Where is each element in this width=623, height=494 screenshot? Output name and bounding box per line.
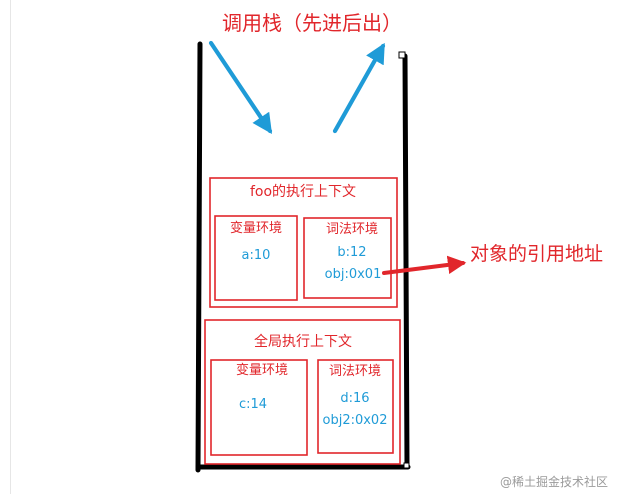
stack-left-wall <box>195 41 203 473</box>
reference-address-arrow <box>382 255 467 275</box>
global-lex-d: d:16 <box>340 391 369 406</box>
foo-lex-b: b:12 <box>337 245 366 260</box>
stack-corner-handle-bottom-right <box>403 462 410 469</box>
global-context-title: 全局执行上下文 <box>254 333 352 350</box>
reference-address-annotation: 对象的引用地址 <box>470 243 603 265</box>
global-lexical-env-label: 词法环境 <box>329 364 381 379</box>
global-lexical-environment <box>317 359 394 454</box>
global-execution-context <box>204 319 401 465</box>
stack-corner-handle-top-right <box>398 51 406 59</box>
global-var-c: c:14 <box>239 397 267 412</box>
foo-lex-obj: obj:0x01 <box>325 267 382 282</box>
watermark: @稀土掘金技术社区 <box>500 474 608 489</box>
foo-variable-env-label: 变量环境 <box>230 220 282 236</box>
global-variable-environment <box>210 359 308 456</box>
foo-lexical-env-label: 词法环境 <box>326 222 378 237</box>
foo-lexical-environment <box>303 217 392 299</box>
stack-right-wall <box>402 53 410 469</box>
pop-arrow <box>332 42 386 134</box>
left-edge-strip <box>0 0 11 494</box>
global-lex-obj2: obj2:0x02 <box>323 413 388 428</box>
foo-context-title: foo的执行上下文 <box>250 184 356 200</box>
foo-variable-environment <box>214 215 298 301</box>
push-arrow <box>208 40 273 135</box>
call-stack-title: 调用栈（先进后出） <box>222 11 402 35</box>
foo-execution-context <box>209 177 398 308</box>
foo-var-a: a:10 <box>242 248 271 263</box>
global-variable-env-label: 变量环境 <box>236 362 288 378</box>
